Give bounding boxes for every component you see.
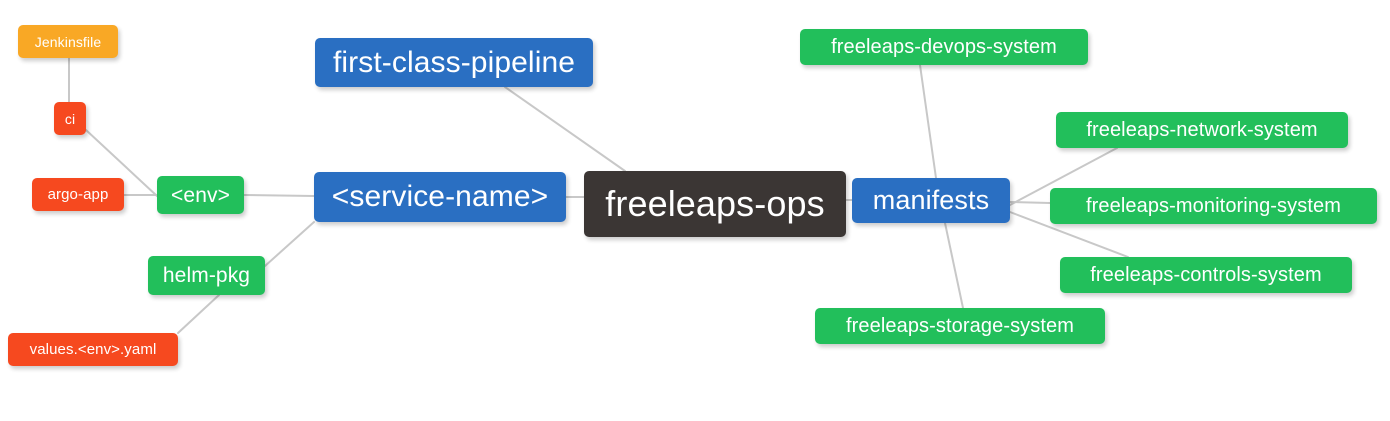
edge-values-helmpkg — [177, 294, 220, 334]
edge-env-servicename — [243, 194, 315, 197]
node-label-jenkinsfile: Jenkinsfile — [34, 33, 102, 50]
edge-manifests-storage — [944, 222, 964, 309]
node-manifests[interactable]: manifests — [852, 178, 1010, 223]
edge-pipeline-ops — [504, 86, 626, 172]
node-label-ci: ci — [64, 110, 76, 127]
node-monitoring-system[interactable]: freeleaps-monitoring-system — [1050, 188, 1377, 224]
node-controls-system[interactable]: freeleaps-controls-system — [1060, 257, 1352, 293]
node-label-devops-system: freeleaps-devops-system — [831, 36, 1057, 58]
node-network-system[interactable]: freeleaps-network-system — [1056, 112, 1348, 148]
node-label-values-yaml: values.<env>.yaml — [29, 341, 157, 358]
node-devops-system[interactable]: freeleaps-devops-system — [800, 29, 1088, 65]
node-label-controls-system: freeleaps-controls-system — [1090, 264, 1322, 286]
edge-manifests-monitoring — [1009, 201, 1051, 204]
node-label-network-system: freeleaps-network-system — [1086, 119, 1318, 141]
node-values-yaml[interactable]: values.<env>.yaml — [8, 333, 178, 366]
edge-helmpkg-servicename — [264, 221, 315, 267]
node-label-argo-app: argo-app — [47, 186, 109, 203]
node-ci[interactable]: ci — [54, 102, 86, 135]
node-first-class-pipeline[interactable]: first-class-pipeline — [315, 38, 593, 87]
node-freeleaps-ops[interactable]: freeleaps-ops — [584, 171, 846, 237]
node-env[interactable]: <env> — [157, 176, 244, 214]
node-jenkinsfile[interactable]: Jenkinsfile — [18, 25, 118, 58]
edge-manifests-devops — [919, 64, 937, 179]
node-service-name[interactable]: <service-name> — [314, 172, 566, 222]
node-helm-pkg[interactable]: helm-pkg — [148, 256, 265, 295]
node-label-freeleaps-ops: freeleaps-ops — [605, 183, 825, 224]
node-label-service-name: <service-name> — [331, 180, 549, 213]
node-label-storage-system: freeleaps-storage-system — [845, 315, 1075, 337]
node-label-manifests: manifests — [872, 185, 990, 215]
node-label-monitoring-system: freeleaps-monitoring-system — [1085, 195, 1341, 217]
node-label-env: <env> — [171, 183, 230, 207]
node-label-helm-pkg: helm-pkg — [162, 264, 251, 287]
node-argo-app[interactable]: argo-app — [32, 178, 124, 211]
node-storage-system[interactable]: freeleaps-storage-system — [815, 308, 1105, 344]
node-label-first-class-pipeline: first-class-pipeline — [332, 45, 576, 79]
